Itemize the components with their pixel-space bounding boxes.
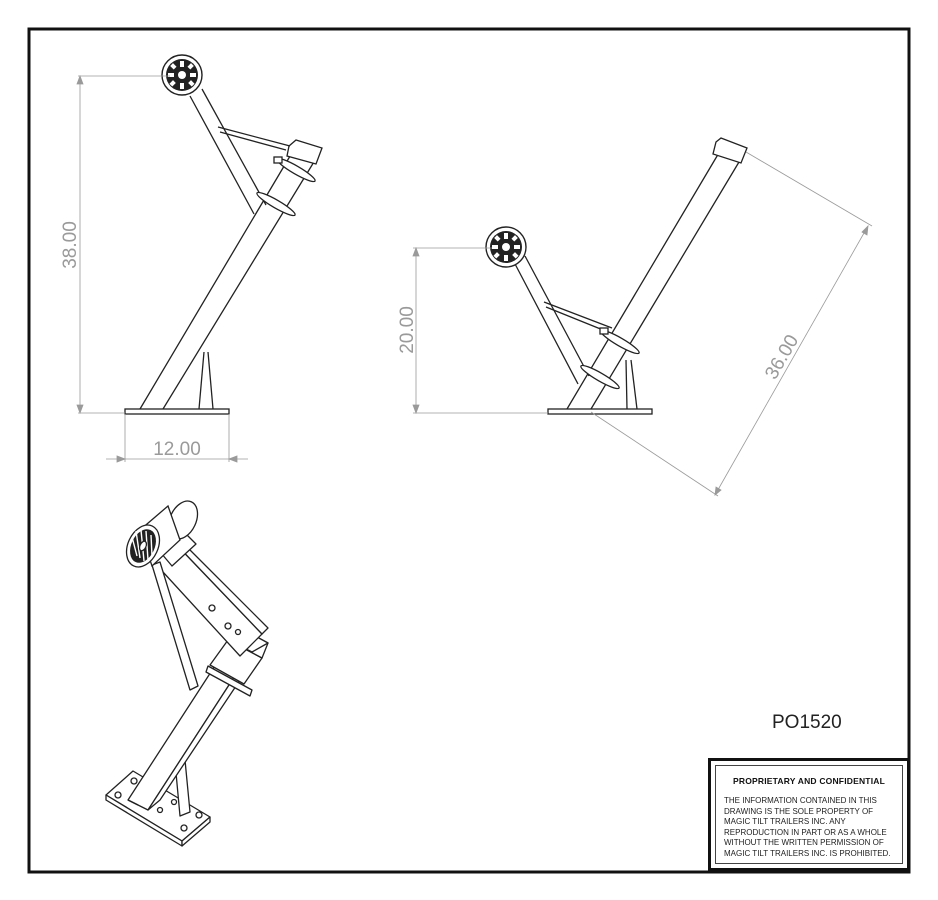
- isometric-view: [105, 519, 269, 847]
- title-block-heading: PROPRIETARY AND CONFIDENTIAL: [733, 776, 885, 786]
- front-clamp-lower: [256, 191, 296, 217]
- front-roller: [161, 54, 203, 96]
- title-block-notice: THE INFORMATION CONTAINED IN THIS DRAWIN…: [724, 796, 891, 858]
- side-length-dimension: [590, 151, 873, 497]
- front-width-label: 12.00: [153, 439, 201, 460]
- sheet-border: [27, 27, 911, 874]
- front-width-dimension: [106, 414, 248, 463]
- title-block-inner-frame: PROPRIETARY AND CONFIDENTIAL THE INFORMA…: [715, 765, 903, 864]
- side-view: [513, 137, 748, 415]
- side-base-plate: [547, 408, 653, 415]
- part-number: PO1520: [772, 712, 842, 733]
- title-block: PROPRIETARY AND CONFIDENTIAL THE INFORMA…: [708, 758, 910, 871]
- iso-roller: [125, 500, 199, 568]
- side-tube-cap: [712, 137, 748, 164]
- side-length-label: 36.00: [761, 331, 803, 383]
- front-tube-cap: [286, 139, 323, 165]
- side-height-label: 20.00: [397, 306, 418, 354]
- front-height-dimension: [76, 74, 170, 415]
- side-roller: [485, 226, 527, 268]
- front-base-plate: [124, 408, 230, 415]
- front-view: [124, 88, 323, 415]
- side-clamp-lower: [580, 364, 620, 390]
- front-height-label: 38.00: [60, 221, 81, 269]
- side-height-dimension: [412, 246, 548, 415]
